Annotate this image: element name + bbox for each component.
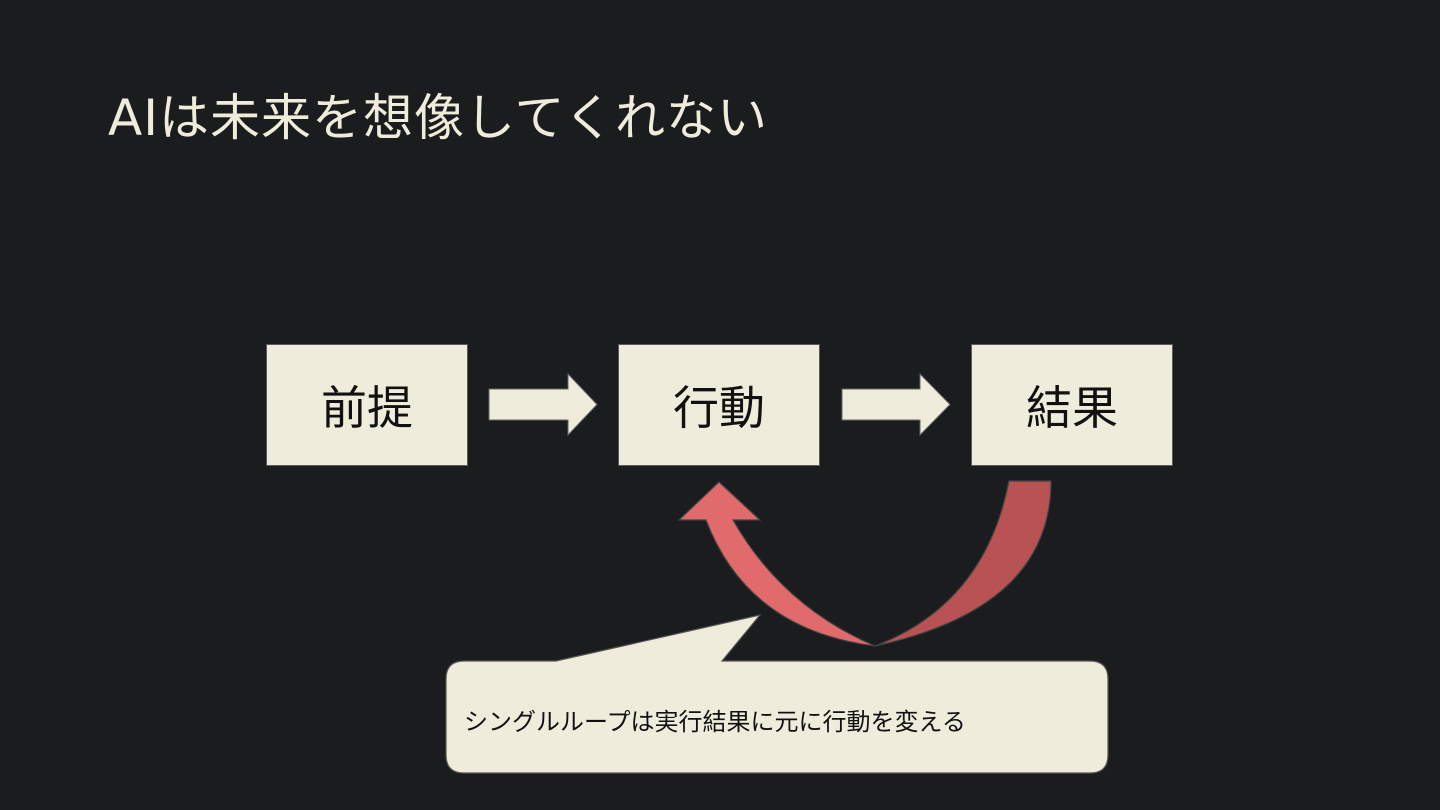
step-box-result: 結果 — [971, 344, 1173, 466]
step-box-action: 行動 — [618, 344, 820, 466]
slide-title: AIは未来を想像してくれない — [108, 89, 768, 147]
loop-arrow-tail — [874, 480, 1052, 647]
step-box-premise: 前提 — [266, 344, 468, 466]
callout-text: シングルループは実行結果に元に行動を変える — [464, 708, 966, 736]
loop-arrow-head — [677, 481, 876, 647]
arrow-premise-to-action — [488, 372, 598, 437]
callout-bubble — [445, 614, 1109, 774]
arrow-action-to-result — [841, 372, 951, 437]
